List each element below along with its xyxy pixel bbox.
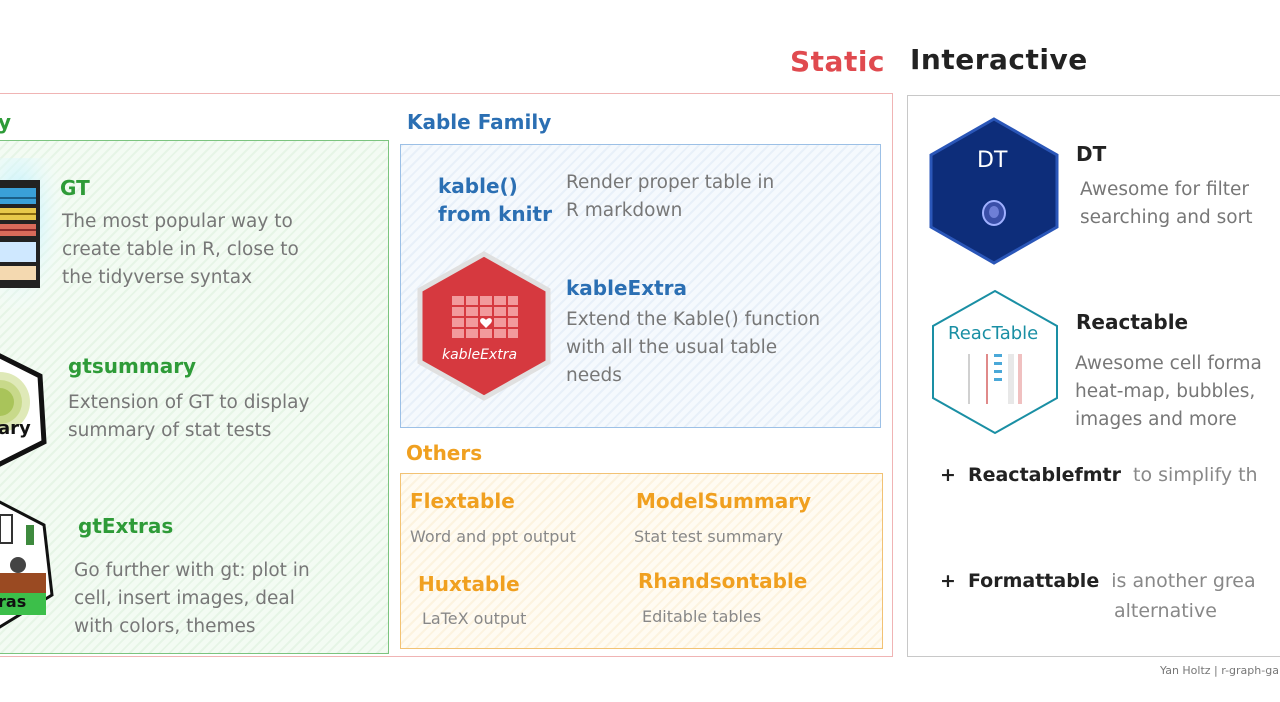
others-title: Others [406,441,483,465]
dt-desc-line: searching and sort [1080,207,1253,228]
rhandsontable-name: Rhandsontable [638,569,808,593]
formattable-note: + Formattable is another grea [940,570,1256,592]
flextable-name: Flextable [410,489,515,513]
kable-name-line: kable() [438,174,518,198]
gtextras-logo-icon [0,495,60,635]
gt-family-title: y [0,110,12,134]
gtextras-desc: Go further with gt: plot in cell, insert… [74,557,310,641]
reactablefmtr-note: + Reactablefmtr to simplify th [940,464,1258,486]
kable-desc: Render proper table in R markdown [566,169,774,225]
gtsummary-logo-text: ary [0,418,31,439]
kable-desc-line: R markdown [566,200,683,221]
reactablefmtr-name: Reactablefmtr [967,464,1121,486]
gtsummary-logo-icon [0,342,52,478]
dt-logo-icon [928,116,1060,266]
gtsummary-desc-line: Extension of GT to display [68,392,310,413]
plus-icon: + [940,570,956,592]
huxtable-desc: LaTeX output [422,609,527,628]
others-box [400,473,883,649]
kableextra-name: kableExtra [566,276,688,300]
kable-desc-line: Render proper table in [566,172,775,193]
kableextra-desc: Extend the Kable() function with all the… [566,306,820,390]
kableextra-desc-line: needs [566,365,622,386]
kable-family-title: Kable Family [407,110,552,134]
kableextra-logo-text: kableExtra [442,347,518,363]
reactable-logo-text: ReacTable [948,323,1039,344]
kableextra-desc-line: with all the usual table [566,337,778,358]
gt-family-box [0,140,389,654]
reactable-desc-line: images and more [1075,409,1237,430]
kableextra-desc-line: Extend the Kable() function [566,309,821,330]
kable-name: kable() from knitr [438,172,552,228]
gtextras-desc-line: with colors, themes [74,616,256,637]
gt-name: GT [60,176,90,200]
reactable-desc-line: Awesome cell forma [1075,353,1262,374]
modelsummary-name: ModelSummary [636,489,812,513]
kableextra-logo-icon [414,250,554,402]
interactive-frame [907,95,1280,657]
rhandsontable-desc: Editable tables [642,607,762,626]
gtextras-logo-text: ras [0,592,27,611]
plus-icon: + [940,464,956,486]
gtextras-name: gtExtras [78,514,174,538]
formattable-desc: is another grea [1111,570,1256,592]
footer-credit: Yan Holtz | r-graph-ga [1160,664,1279,677]
dt-name: DT [1076,142,1107,166]
gt-desc-line: create table in R, close to [62,239,299,260]
gtextras-desc-line: Go further with gt: plot in [74,560,310,581]
modelsummary-desc: Stat test summary [634,527,783,546]
kable-name-line: from knitr [438,202,552,226]
dt-desc: Awesome for filter searching and sort [1080,176,1252,232]
dt-logo-text: DT [977,148,1008,173]
gt-desc-line: The most popular way to [62,211,293,232]
dt-desc-line: Awesome for filter [1080,179,1250,200]
gtsummary-desc: Extension of GT to display summary of st… [68,389,309,445]
reactable-desc: Awesome cell forma heat-map, bubbles, im… [1075,350,1262,434]
gt-desc: The most popular way to create table in … [62,208,299,292]
gtextras-desc-line: cell, insert images, deal [74,588,295,609]
static-frame [0,93,893,657]
reactablefmtr-desc: to simplify th [1133,464,1258,486]
static-header: Static [790,45,886,78]
gt-logo-icon [0,158,62,308]
flextable-desc: Word and ppt output [410,527,576,546]
formattable-name: Formattable [967,570,1100,592]
reactable-logo-icon [930,288,1060,436]
interactive-header: Interactive [910,43,1088,76]
formattable-desc-line2: alternative [1114,600,1217,622]
reactable-desc-line: heat-map, bubbles, [1075,381,1256,402]
reactable-name: Reactable [1076,310,1189,334]
gt-desc-line: the tidyverse syntax [62,267,253,288]
huxtable-name: Huxtable [418,572,520,596]
gtsummary-desc-line: summary of stat tests [68,420,272,441]
gtsummary-name: gtsummary [68,354,197,378]
